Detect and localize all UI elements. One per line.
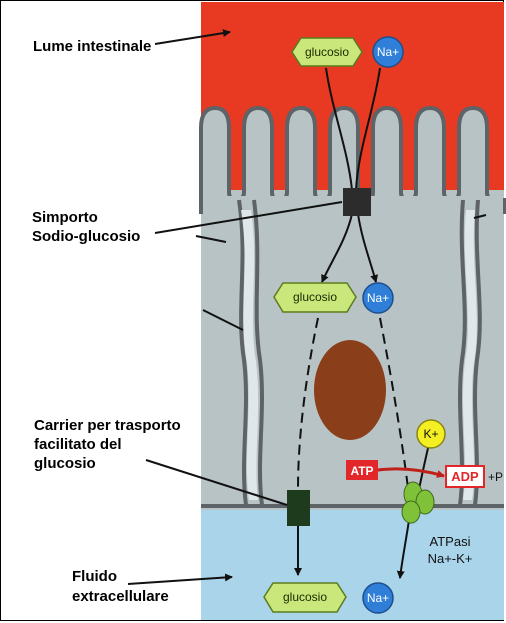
nucleus — [314, 340, 386, 440]
plus-pi-label: +P — [488, 470, 503, 484]
glucose-carrier — [287, 490, 310, 526]
carrier-label-line1: Carrier per trasporto — [34, 417, 181, 435]
sodium-mid-label: Na+ — [367, 291, 389, 305]
symport-label-line1: Simporto — [32, 209, 98, 227]
sodium-bottom-label: Na+ — [367, 591, 389, 605]
glucose-top: glucosio — [292, 38, 362, 66]
potassium: K+ — [417, 420, 445, 448]
potassium-label: K+ — [423, 427, 438, 441]
atpase-label-line1: ATPasi — [430, 534, 471, 549]
glucose-mid-label: glucosio — [293, 290, 337, 304]
fluid-label-line1: Fluido — [72, 568, 117, 586]
glucose-bottom-label: glucosio — [283, 590, 327, 604]
sodium-top: Na+ — [373, 37, 403, 67]
atp-label: ATP — [350, 464, 373, 478]
fluid-label-line2: extracellulare — [72, 588, 169, 606]
carrier-label-line3: glucosio — [34, 455, 96, 473]
glucose-bottom: glucosio — [264, 583, 346, 612]
sodium-bottom: Na+ — [363, 583, 393, 613]
glucose-top-label: glucosio — [305, 45, 349, 59]
symport-label-line2: Sodio-glucosio — [32, 228, 140, 246]
sodium-glucose-symporter — [343, 188, 371, 216]
glucose-mid: glucosio — [274, 283, 356, 312]
sodium-top-label: Na+ — [377, 45, 399, 59]
adp-label: ADP — [451, 469, 479, 484]
atp-box: ATP — [346, 460, 378, 480]
atpase-label-line2: Na+-K+ — [428, 551, 473, 566]
carrier-label-line2: facilitato del — [34, 436, 122, 454]
lumen-label: Lume intestinale — [33, 38, 151, 56]
sodium-mid: Na+ — [363, 283, 393, 313]
adp-box: ADP +P — [446, 466, 503, 487]
